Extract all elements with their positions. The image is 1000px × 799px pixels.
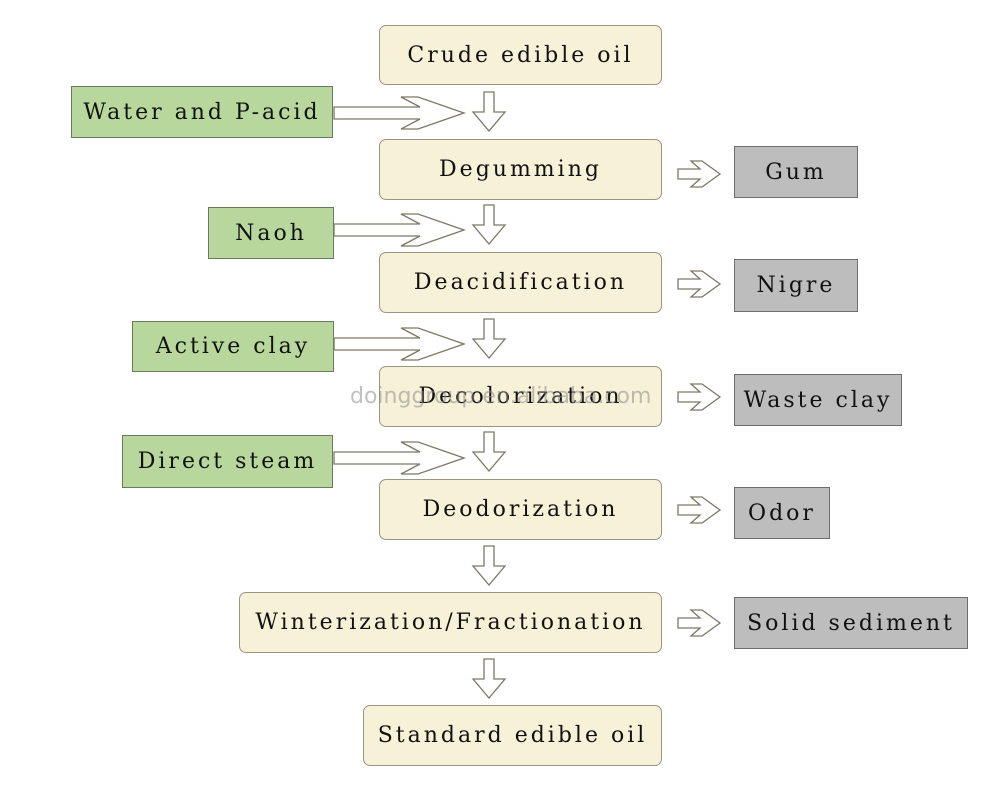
output-arrow-1 xyxy=(677,160,722,188)
down-arrow-1 xyxy=(471,91,507,133)
output-gum: Gum xyxy=(734,146,858,198)
down-arrow-4 xyxy=(471,431,507,473)
output-arrow-2 xyxy=(677,270,722,298)
input-arrow-1 xyxy=(333,96,466,130)
input-arrow-2 xyxy=(333,213,466,247)
input-arrow-3 xyxy=(333,327,466,361)
output-arrow-3 xyxy=(677,383,722,411)
step-degumming: Degumming xyxy=(379,139,662,200)
output-nigre: Nigre xyxy=(734,259,858,312)
output-arrow-5 xyxy=(677,609,722,637)
input-active-clay: Active clay xyxy=(132,321,334,372)
input-naoh: Naoh xyxy=(208,207,334,259)
step-winterization-fractionation: Winterization/Fractionation xyxy=(239,592,662,653)
step-deodorization: Deodorization xyxy=(379,479,662,540)
down-arrow-3 xyxy=(471,318,507,360)
input-water-and-p-acid: Water and P-acid xyxy=(71,86,333,138)
down-arrow-6 xyxy=(471,658,507,700)
output-solid-sediment: Solid sediment xyxy=(734,597,968,649)
input-arrow-4 xyxy=(333,441,466,475)
output-waste-clay: Waste clay xyxy=(734,374,902,426)
down-arrow-2 xyxy=(471,204,507,246)
down-arrow-5 xyxy=(471,545,507,587)
step-decolorization: Decolorization xyxy=(379,366,662,427)
input-direct-steam: Direct steam xyxy=(122,435,333,488)
step-standard-edible-oil: Standard edible oil xyxy=(363,705,662,766)
output-arrow-4 xyxy=(677,496,722,524)
step-deacidification: Deacidification xyxy=(379,252,662,313)
output-odor: Odor xyxy=(734,487,830,539)
step-crude-edible-oil: Crude edible oil xyxy=(379,25,662,85)
